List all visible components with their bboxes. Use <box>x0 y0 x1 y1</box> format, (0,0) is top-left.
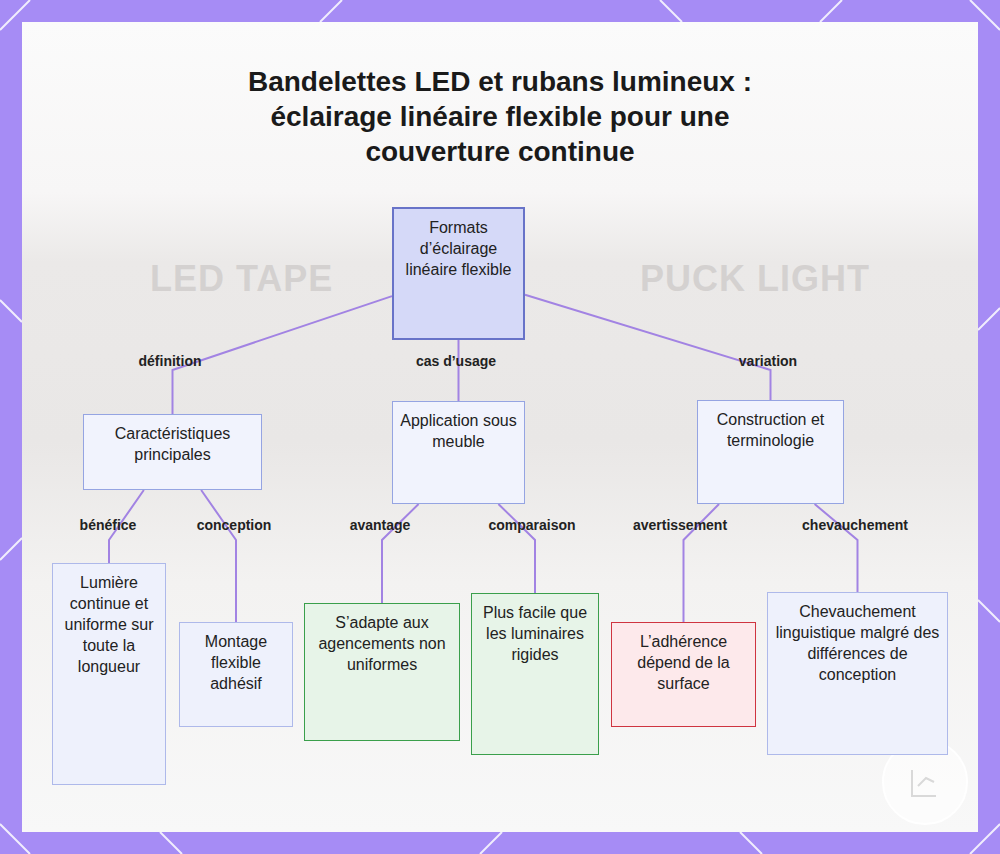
node-text: Montage flexible adhésif <box>186 631 286 694</box>
connector-line <box>201 490 236 622</box>
node-text: Caractéristiques principales <box>90 423 255 465</box>
node-text: Construction et terminologie <box>704 409 837 451</box>
edge-label: avertissement <box>633 517 727 533</box>
edge-label: variation <box>739 353 797 369</box>
detail-box: Montage flexible adhésif <box>179 622 293 727</box>
category-box: Construction et terminologie <box>697 400 844 504</box>
warning-box: L’adhérence dépend de la surface <box>611 622 756 727</box>
edge-label: chevauchement <box>802 517 908 533</box>
edge-label: conception <box>197 517 272 533</box>
watermark-text: LED TAPE <box>150 258 333 300</box>
node-content: Plus facile que les luminaires rigides <box>478 602 592 665</box>
watermark-text: PUCK LIGHT <box>640 258 870 300</box>
node-content: Caractéristiques principales <box>90 423 255 465</box>
diagram-title: Bandelettes LED et rubans lumineux : écl… <box>210 64 790 169</box>
node-content: Application sous meuble <box>399 410 518 452</box>
edge-label: définition <box>139 353 202 369</box>
benefit-box: S’adapte aux agencements non uniformes <box>304 603 460 741</box>
detail-box: Lumière continue et uniforme sur toute l… <box>52 563 166 785</box>
detail-box: Chevauchement linguistique malgré des di… <box>767 592 948 755</box>
edge-label: comparaison <box>488 517 575 533</box>
logo-mark <box>912 770 936 796</box>
node-text: L’adhérence dépend de la surface <box>618 631 749 694</box>
node-text: Chevauchement linguistique malgré des di… <box>774 601 941 685</box>
edge-label: cas d’usage <box>416 353 496 369</box>
category-box: Application sous meuble <box>392 401 525 504</box>
connector-line <box>458 340 460 401</box>
benefit-box: Plus facile que les luminaires rigides <box>471 593 599 755</box>
node-text: Formats d’éclairage linéaire flexible <box>400 217 517 280</box>
node-content: Construction et terminologie <box>704 409 837 451</box>
connector-line <box>173 296 393 414</box>
edge-label: avantage <box>350 517 411 533</box>
node-content: Formats d’éclairage linéaire flexible <box>400 217 517 280</box>
edge-label: bénéfice <box>80 517 137 533</box>
connector-line <box>525 295 771 400</box>
node-content: S’adapte aux agencements non uniformes <box>311 612 453 675</box>
node-text: S’adapte aux agencements non uniformes <box>311 612 453 675</box>
node-content: Chevauchement linguistique malgré des di… <box>774 601 941 685</box>
category-box: Caractéristiques principales <box>83 414 262 490</box>
node-content: L’adhérence dépend de la surface <box>618 631 749 694</box>
node-text: Plus facile que les luminaires rigides <box>478 602 592 665</box>
node-text: Lumière continue et uniforme sur toute l… <box>59 572 159 677</box>
node-text: Application sous meuble <box>399 410 518 452</box>
root-box: Formats d’éclairage linéaire flexible <box>392 207 525 340</box>
node-content: Montage flexible adhésif <box>186 631 286 694</box>
node-content: Lumière continue et uniforme sur toute l… <box>59 572 159 677</box>
